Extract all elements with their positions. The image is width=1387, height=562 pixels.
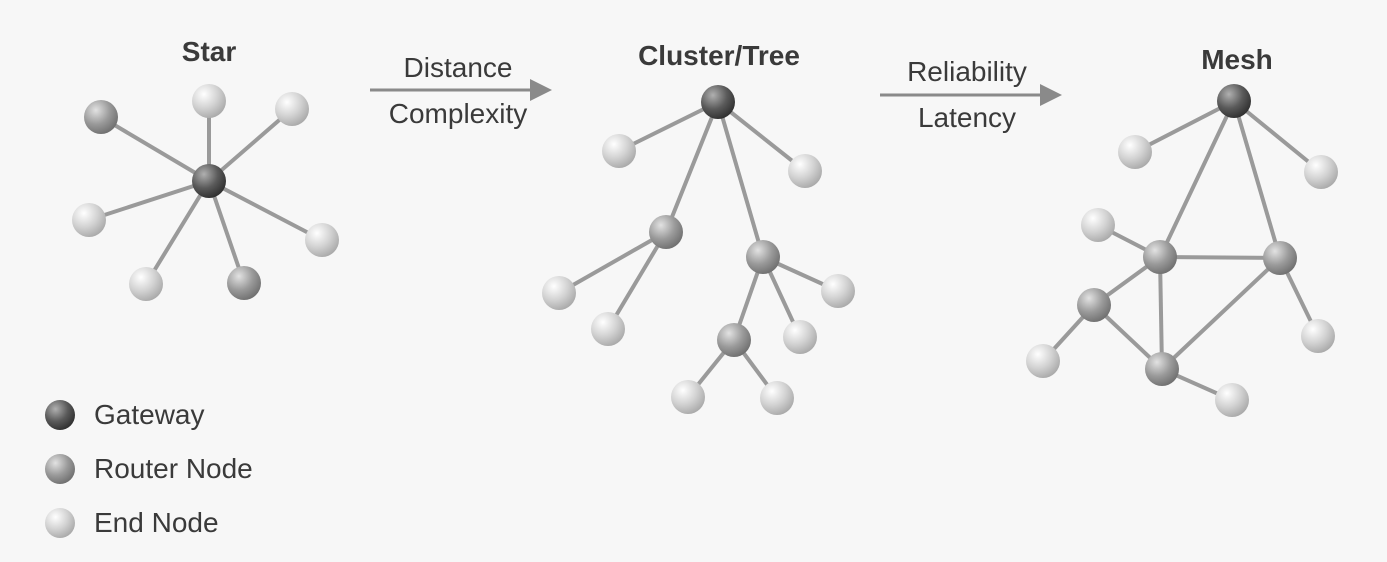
star-end-node: [192, 84, 226, 118]
end-node-icon: [45, 508, 75, 538]
mesh-end-node: [1215, 383, 1249, 417]
tree-end-node: [821, 274, 855, 308]
legend-item-router: Router Node: [44, 442, 253, 496]
legend-label-router: Router Node: [94, 453, 253, 484]
tree-end-node: [542, 276, 576, 310]
star-title: Star: [181, 36, 237, 67]
mesh-edge: [1232, 100, 1282, 259]
complexity-label: Complexity: [388, 98, 528, 129]
star-gateway-node: [192, 164, 226, 198]
star-edge: [208, 179, 323, 242]
tree-to-mesh-arrowhead-icon: [1040, 84, 1062, 106]
mesh-edge: [1158, 256, 1164, 370]
mesh-title: Mesh: [1201, 44, 1273, 75]
mesh-edge: [1232, 99, 1323, 174]
star-edge: [88, 179, 210, 222]
tree-end-node: [783, 320, 817, 354]
tree-end-node: [591, 312, 625, 346]
tree-gateway-node: [701, 85, 735, 119]
mesh-end-node: [1081, 208, 1115, 242]
tree-router-node: [717, 323, 751, 357]
cluster-tree-title: Cluster/Tree: [638, 40, 800, 71]
mesh-end-node: [1304, 155, 1338, 189]
mesh-router-node: [1145, 352, 1179, 386]
star-router-node: [84, 100, 118, 134]
legend: Gateway Router Node End Node: [44, 388, 253, 550]
star-end-node: [129, 267, 163, 301]
tree-edge: [606, 230, 668, 331]
mesh-edge: [1158, 100, 1236, 258]
mesh-router-node: [1077, 288, 1111, 322]
star-end-node: [275, 92, 309, 126]
star-to-tree-arrowhead-icon: [530, 79, 552, 101]
arrows-layer: [370, 79, 1062, 106]
legend-item-gateway: Gateway: [44, 388, 253, 442]
nodes-layer: [72, 84, 1338, 417]
star-edge: [207, 180, 246, 284]
mesh-end-node: [1301, 319, 1335, 353]
mesh-router-node: [1143, 240, 1177, 274]
router-node-icon: [45, 454, 75, 484]
tree-end-node: [788, 154, 822, 188]
tree-router-node: [649, 215, 683, 249]
star-edge: [207, 107, 294, 183]
tree-edge: [716, 100, 807, 173]
star-end-node: [305, 223, 339, 257]
latency-label: Latency: [917, 102, 1017, 133]
tree-edge: [664, 101, 720, 233]
gateway-node-icon: [45, 400, 75, 430]
distance-label: Distance: [403, 52, 513, 83]
tree-edge: [558, 230, 667, 295]
legend-item-end: End Node: [44, 496, 253, 550]
mesh-edge: [1134, 99, 1235, 154]
legend-label-end: End Node: [94, 507, 219, 538]
star-edge: [144, 179, 211, 286]
mesh-gateway-node: [1217, 84, 1251, 118]
mesh-end-node: [1026, 344, 1060, 378]
legend-label-gateway: Gateway: [94, 399, 205, 430]
mesh-edge: [1159, 255, 1281, 260]
mesh-edge: [1160, 256, 1282, 371]
tree-end-node: [671, 380, 705, 414]
tree-end-node: [760, 381, 794, 415]
star-edge: [99, 115, 211, 183]
tree-edge: [716, 101, 765, 258]
mesh-router-node: [1263, 241, 1297, 275]
mesh-end-node: [1118, 135, 1152, 169]
tree-router-node: [746, 240, 780, 274]
star-end-node: [72, 203, 106, 237]
star-router-node: [227, 266, 261, 300]
tree-end-node: [602, 134, 636, 168]
reliability-label: Reliability: [907, 56, 1027, 87]
tree-edge: [618, 100, 719, 153]
